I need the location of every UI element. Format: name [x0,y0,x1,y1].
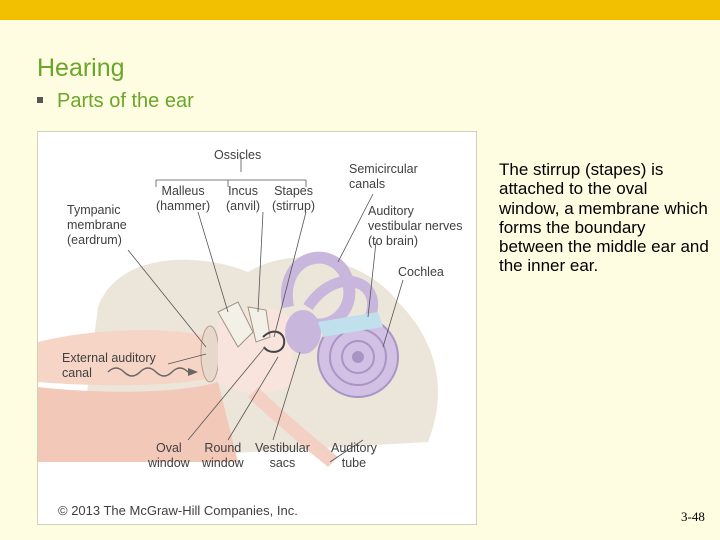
nerves-line-1: Auditory [368,204,463,219]
oval-window-label: Oval window [148,441,190,471]
round-line-1: Round [202,441,244,456]
bullet-text: Parts of the ear [57,90,194,113]
cochlea-label: Cochlea [398,265,444,280]
stapes-sub: (stirrup) [272,199,315,214]
page-number: 3-48 [681,509,705,525]
incus-sub: (anvil) [226,199,260,214]
incus-label: Incus (anvil) [226,184,260,214]
copyright-notice: © 2013 The McGraw-Hill Companies, Inc. [58,503,298,518]
semicircular-canals-label: Semicircular canals [349,162,418,192]
vestibule-shape [285,310,321,354]
stapes-label: Stapes (stirrup) [272,184,315,214]
malleus-sub: (hammer) [156,199,210,214]
tube-line-1: Auditory [331,441,377,456]
oval-line-1: Oval [148,441,190,456]
external-line-2: canal [62,366,156,381]
semicircular-line-2: canals [349,177,418,192]
malleus-label: Malleus (hammer) [156,184,210,214]
round-window-label: Round window [202,441,244,471]
top-accent-bar [0,0,720,20]
tympanic-membrane-label: Tympanic membrane (eardrum) [67,203,127,248]
nerves-line-2: vestibular nerves [368,219,463,234]
oval-line-2: window [148,456,190,471]
tympanic-membrane-shape [201,326,219,382]
malleus-name: Malleus [156,184,210,199]
side-explanation-text: The stirrup (stapes) is attached to the … [499,160,709,276]
vestibular-sacs-label: Vestibular sacs [255,441,310,471]
vestibular-line-2: sacs [255,456,310,471]
external-line-1: External auditory [62,351,156,366]
external-auditory-canal-label: External auditory canal [62,351,156,381]
bullet-marker-icon [37,97,43,103]
auditory-vestibular-nerves-label: Auditory vestibular nerves (to brain) [368,204,463,249]
stapes-name: Stapes [272,184,315,199]
vestibular-line-1: Vestibular [255,441,310,456]
nerves-line-3: (to brain) [368,234,463,249]
auditory-tube-label: Auditory tube [331,441,377,471]
incus-name: Incus [226,184,260,199]
ossicles-label: Ossicles [214,148,261,163]
round-line-2: window [202,456,244,471]
slide-title: Hearing [37,54,125,83]
tympanic-line-1: Tympanic [67,203,127,218]
tube-line-2: tube [331,456,377,471]
semicircular-line-1: Semicircular [349,162,418,177]
tympanic-line-3: (eardrum) [67,233,127,248]
ear-diagram: Ossicles Malleus (hammer) Incus (anvil) … [37,131,477,525]
tympanic-line-2: membrane [67,218,127,233]
